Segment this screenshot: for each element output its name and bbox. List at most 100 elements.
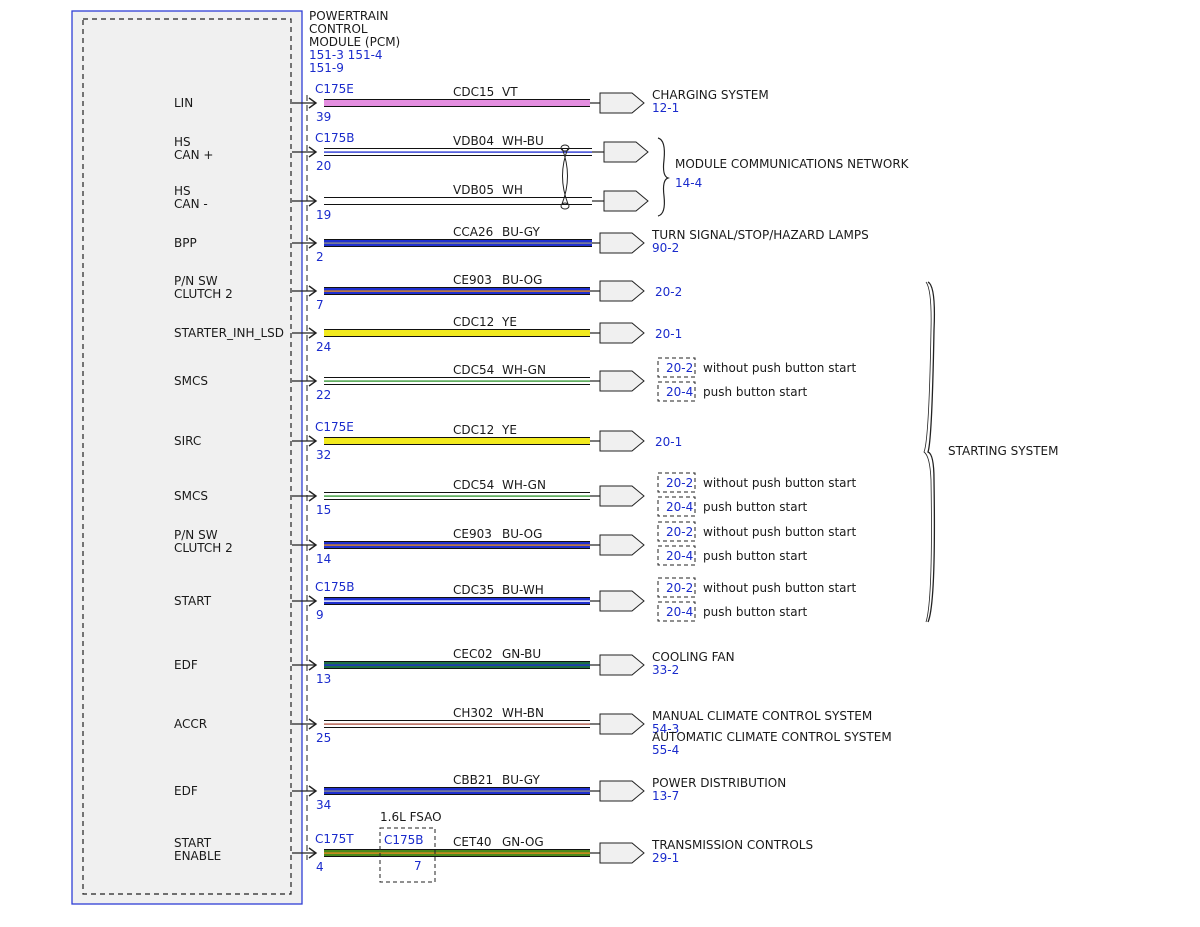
signal-name: P/N SW xyxy=(174,274,218,288)
destination-arrow-icon[interactable] xyxy=(599,322,645,344)
wire-stripe xyxy=(324,544,590,546)
destination-label: TURN SIGNAL/STOP/HAZARD LAMPS xyxy=(651,228,869,242)
pin-number: 7 xyxy=(316,298,324,312)
destination-arrow-icon[interactable] xyxy=(603,141,649,163)
destination-arrow-icon[interactable] xyxy=(599,713,645,735)
destination-ref[interactable]: 12-1 xyxy=(652,101,679,115)
pin-arrow-icon xyxy=(308,539,318,551)
option-ref[interactable]: 20-2 xyxy=(666,476,693,490)
pin-number: 9 xyxy=(316,608,324,622)
pin-number: 13 xyxy=(316,672,331,686)
pin-number: 15 xyxy=(316,503,331,517)
destination-ref[interactable]: 90-2 xyxy=(652,241,679,255)
option-ref[interactable]: 20-4 xyxy=(666,385,693,399)
inline-connector-box xyxy=(379,827,436,883)
pin-number: 25 xyxy=(316,731,331,745)
pin-number: 20 xyxy=(316,159,331,173)
destination-ref[interactable]: 20-2 xyxy=(655,285,682,299)
circuit-id: CDC54 xyxy=(453,363,494,377)
option-ref[interactable]: 20-2 xyxy=(666,525,693,539)
destination-arrow-icon[interactable] xyxy=(599,232,645,254)
option-text: without push button start xyxy=(703,476,856,490)
option-ref[interactable]: 20-4 xyxy=(666,500,693,514)
circuit-id: CBB21 xyxy=(453,773,493,787)
pcm-ref-1[interactable]: 151-3 151-4 xyxy=(309,48,383,62)
pcm-ref-2[interactable]: 151-9 xyxy=(309,61,344,75)
pin-arrow-icon xyxy=(308,285,318,297)
pcm-module-inner-frame xyxy=(82,18,292,895)
connector-name[interactable]: C175B xyxy=(315,131,355,145)
pin-number: 24 xyxy=(316,340,331,354)
destination-ref[interactable]: 13-7 xyxy=(652,789,679,803)
wire[interactable] xyxy=(324,438,590,444)
signal-name: SMCS xyxy=(174,374,208,388)
pin-number: 39 xyxy=(316,110,331,124)
destination-ref[interactable]: 20-1 xyxy=(655,327,682,341)
option-text: push button start xyxy=(703,549,808,563)
destination-arrow-icon[interactable] xyxy=(603,190,649,212)
destination-arrow-icon[interactable] xyxy=(599,534,645,556)
destination-arrow-icon[interactable] xyxy=(599,590,645,612)
option-ref[interactable]: 20-4 xyxy=(666,549,693,563)
wire-color-code: BU-WH xyxy=(502,583,544,597)
option-ref[interactable]: 20-2 xyxy=(666,361,693,375)
destination-ref[interactable]: 20-1 xyxy=(655,435,682,449)
signal-name: START xyxy=(174,836,212,850)
option-ref[interactable]: 20-4 xyxy=(666,605,693,619)
inline-connector-pin: 7 xyxy=(414,859,422,873)
pin-arrow-icon xyxy=(308,195,318,207)
destination-arrow-icon[interactable] xyxy=(599,780,645,802)
wire-color-code: YE xyxy=(501,423,517,437)
wire[interactable] xyxy=(324,198,592,204)
destination-arrow-icon[interactable] xyxy=(599,430,645,452)
pin-arrow-icon xyxy=(308,375,318,387)
wire-stripe xyxy=(324,664,590,666)
destination-ref-2[interactable]: 55-4 xyxy=(652,743,679,757)
wire-color-code: WH-BU xyxy=(502,134,544,148)
signal-name: SIRC xyxy=(174,434,201,448)
destination-ref[interactable]: 29-1 xyxy=(652,851,679,865)
destination-arrow-icon[interactable] xyxy=(599,842,645,864)
option-text: without push button start xyxy=(703,581,856,595)
destination-label: COOLING FAN xyxy=(652,650,735,664)
pcm-title-line-2: CONTROL xyxy=(309,22,368,36)
wire-color-code: BU-GY xyxy=(502,773,540,787)
connector-name[interactable]: C175B xyxy=(315,580,355,594)
option-text: push button start xyxy=(703,500,808,514)
wire-stripe xyxy=(324,242,592,244)
destination-arrow-icon[interactable] xyxy=(599,92,645,114)
destination-arrow-icon[interactable] xyxy=(599,280,645,302)
network-ref[interactable]: 14-4 xyxy=(675,176,702,190)
wire-stripe xyxy=(324,495,590,497)
destination-ref[interactable]: 33-2 xyxy=(652,663,679,677)
connector-name[interactable]: C175T xyxy=(315,832,354,846)
pin-arrow-icon xyxy=(308,237,318,249)
signal-name: P/N SW xyxy=(174,528,218,542)
wire-color-code: VT xyxy=(502,85,518,99)
circuit-id: VDB04 xyxy=(453,134,494,148)
circuit-id: CDC35 xyxy=(453,583,494,597)
destination-arrow-icon[interactable] xyxy=(599,370,645,392)
option-ref[interactable]: 20-2 xyxy=(666,581,693,595)
destination-arrow-icon[interactable] xyxy=(599,654,645,676)
signal-name: CAN + xyxy=(174,148,213,162)
destination-arrow-icon[interactable] xyxy=(599,485,645,507)
circuit-id: CE903 xyxy=(453,527,492,541)
pin-number: 32 xyxy=(316,448,331,462)
destination-label-2: AUTOMATIC CLIMATE CONTROL SYSTEM xyxy=(652,730,892,744)
destination-ref[interactable]: 54-3 xyxy=(652,722,679,736)
wire-color-code: BU-OG xyxy=(502,527,542,541)
signal-name: EDF xyxy=(174,658,198,672)
network-bracket xyxy=(657,137,670,217)
network-label: MODULE COMMUNICATIONS NETWORK xyxy=(675,157,910,171)
wire[interactable] xyxy=(324,100,590,106)
wire-stripe xyxy=(324,151,592,153)
connector-name[interactable]: C175E xyxy=(315,82,354,96)
inline-connector-name[interactable]: C175B xyxy=(384,833,424,847)
wire-color-code: WH-GN xyxy=(502,478,546,492)
circuit-id: CDC12 xyxy=(453,315,494,329)
wire[interactable] xyxy=(324,330,590,336)
connector-name[interactable]: C175E xyxy=(315,420,354,434)
wire-color-code: GN-OG xyxy=(502,835,544,849)
wire-color-code: WH xyxy=(502,183,523,197)
